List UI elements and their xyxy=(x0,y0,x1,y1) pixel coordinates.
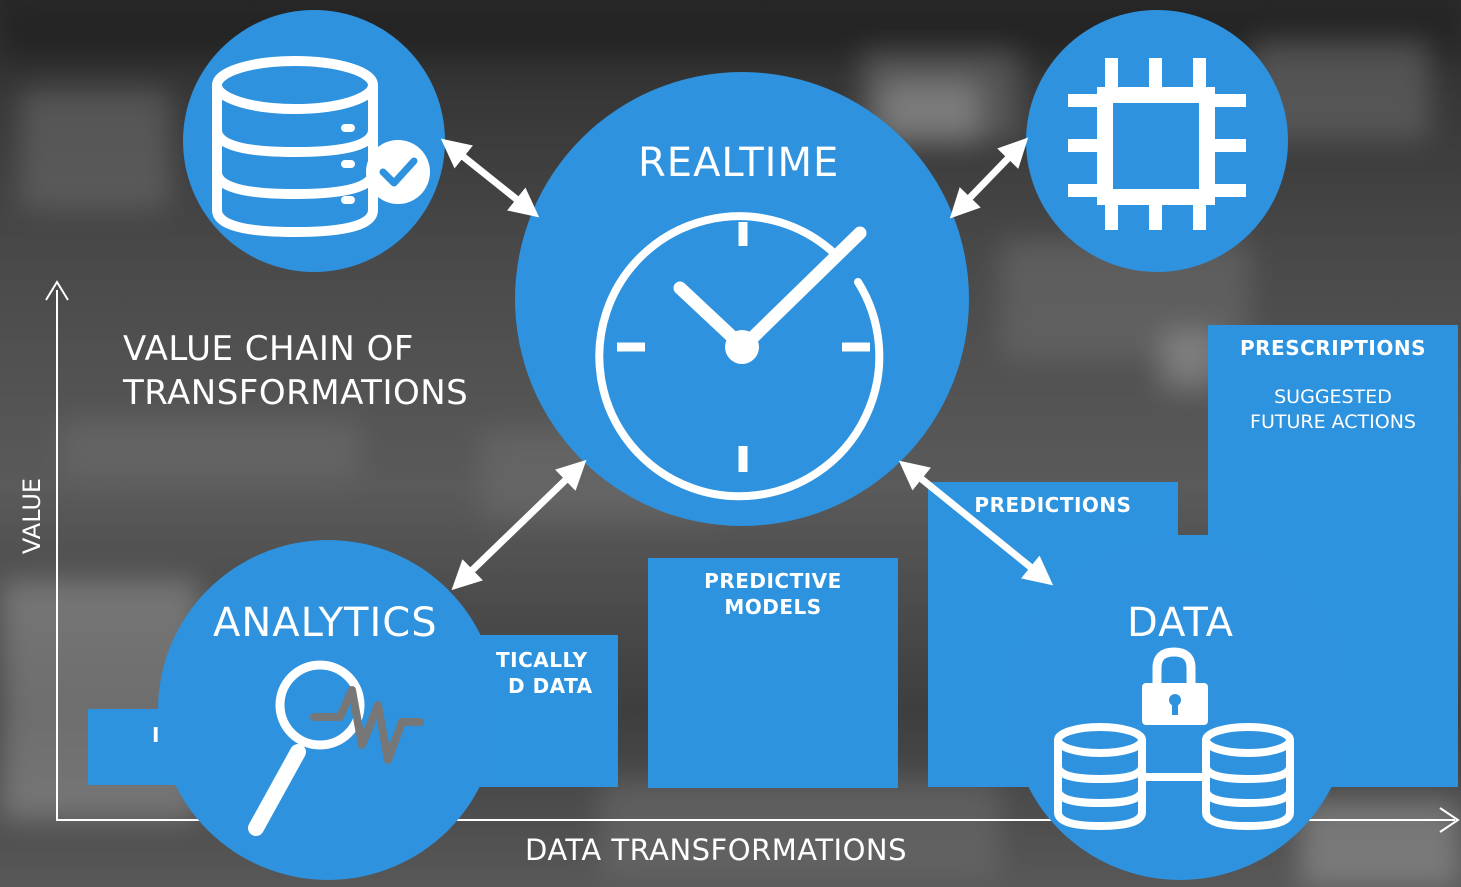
bar-statistically-processed-data: TICALLY D DATA xyxy=(478,635,618,787)
database-check-icon xyxy=(212,56,378,238)
check-badge xyxy=(366,140,430,204)
analytics-label: ANALYTICS xyxy=(213,600,438,646)
bar-prescriptions-title: PRESCRIPTIONS xyxy=(1239,336,1427,360)
lock-icon xyxy=(1142,647,1208,725)
arrow-realtime-analytics xyxy=(451,459,587,591)
clock-center xyxy=(725,330,759,364)
cpu-chip-pins xyxy=(1068,58,1246,230)
check-icon xyxy=(379,157,418,187)
bar-predictive-line1: PREDICTIVE xyxy=(704,569,842,593)
realtime-label: REALTIME xyxy=(638,140,840,186)
magnifier-pulse-icon xyxy=(248,660,424,836)
arrow-chip-realtime xyxy=(949,137,1029,219)
database-pair-icon xyxy=(1054,723,1294,831)
bar-prescriptions-sub-line2: FUTURE ACTIONS xyxy=(1250,411,1416,433)
title-line2: TRANSFORMATIONS xyxy=(123,373,469,413)
arrow-realtime-data xyxy=(898,460,1054,586)
bar-raw-data-label: I xyxy=(152,723,160,747)
arrow-database-realtime xyxy=(440,138,540,218)
analytics-circle xyxy=(158,540,498,880)
data-label: DATA xyxy=(1127,600,1235,646)
title-line1: VALUE CHAIN OF xyxy=(123,329,414,369)
bar-predictive-line2: MODELS xyxy=(724,595,822,619)
bar-statistically-line1: TICALLY xyxy=(496,648,588,672)
bar-statistically-line2: D DATA xyxy=(508,674,593,698)
diagram-title: VALUE CHAIN OF TRANSFORMATIONS xyxy=(123,327,468,415)
cpu-chip-icon xyxy=(1097,87,1215,205)
x-axis-label: DATA TRANSFORMATIONS xyxy=(525,833,908,867)
bar-predictive-models: PREDICTIVE MODELS xyxy=(648,558,898,788)
bar-prescriptions-sub-line1: SUGGESTED xyxy=(1274,386,1392,408)
clock-icon xyxy=(595,212,884,501)
